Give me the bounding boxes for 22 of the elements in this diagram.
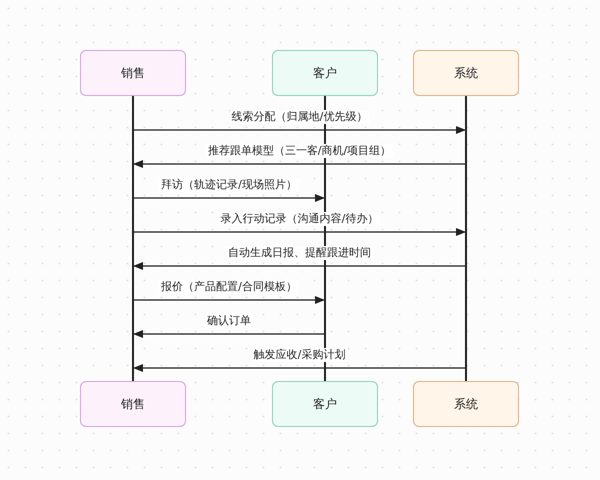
lifeline	[465, 96, 467, 381]
edge-label: 报价（产品配置/合同模板）	[159, 280, 299, 294]
message-arrow	[134, 126, 466, 134]
edge-label: 确认订单	[205, 314, 253, 328]
message-arrow	[134, 194, 325, 202]
message-arrow	[133, 364, 465, 372]
participant-box: 系统	[413, 381, 519, 427]
participant-box: 系统	[413, 50, 519, 96]
edge-label: 拜访（轨迹记录/现场照片）	[159, 178, 299, 192]
message-arrow	[133, 160, 465, 168]
participant-box: 客户	[272, 381, 378, 427]
message-arrow	[134, 296, 325, 304]
edge-label: 触发应收/采购计划	[252, 348, 348, 362]
lifeline	[132, 96, 134, 381]
edge-label: 线索分配（归属地/优先级）	[230, 110, 370, 124]
message-arrow	[134, 228, 466, 236]
participant-box: 销售	[80, 50, 186, 96]
participant-box: 客户	[272, 50, 378, 96]
participant-box: 销售	[80, 381, 186, 427]
message-arrow	[133, 262, 465, 270]
edge-label: 自动生成日报、提醒跟进时间	[226, 246, 373, 260]
message-arrow	[133, 330, 324, 338]
